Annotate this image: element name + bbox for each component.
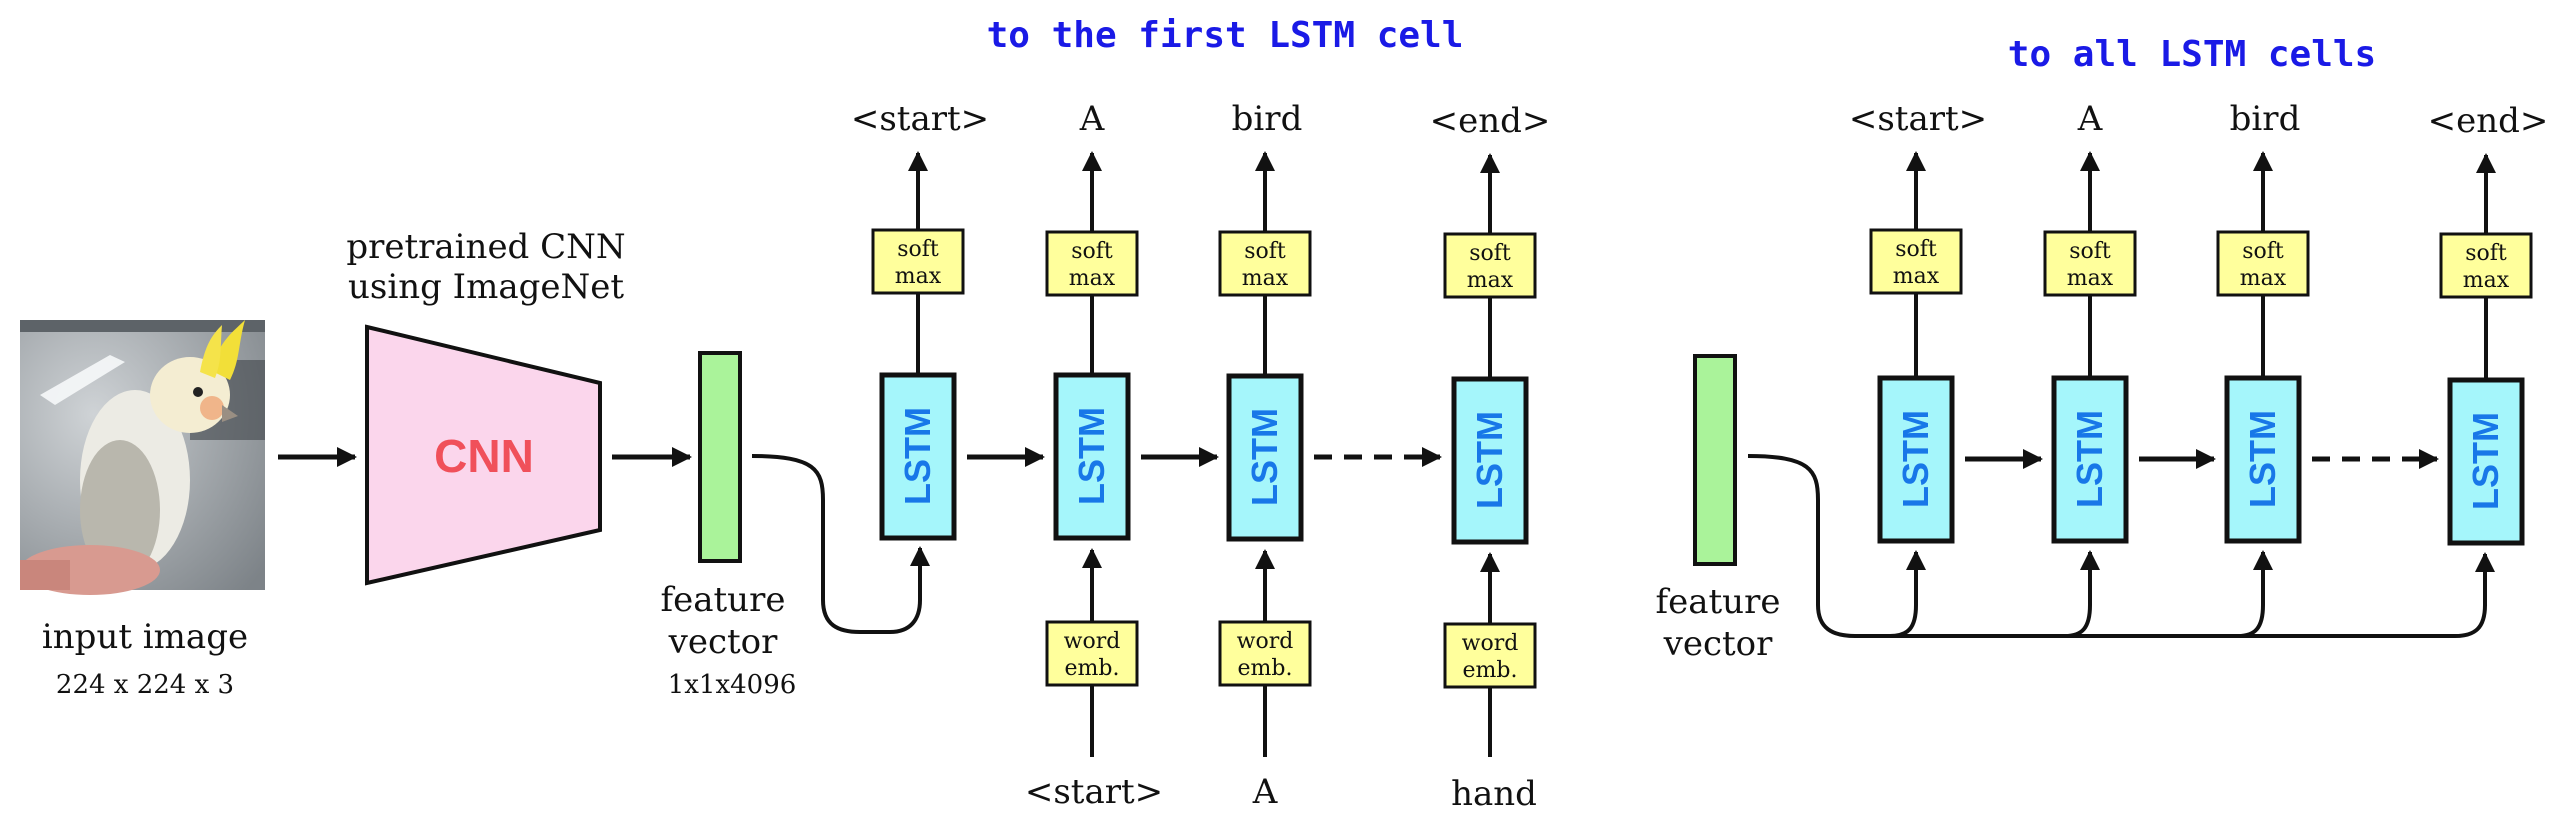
- lstm-cell: LSTM: [2447, 377, 2525, 546]
- svg-text:emb.: emb.: [1238, 656, 1293, 681]
- feature-vector-block: [1693, 354, 1737, 566]
- softmax-box: soft max: [2216, 230, 2310, 297]
- softmax-box: soft max: [1869, 228, 1963, 295]
- word-embedding-box: word emb.: [1218, 620, 1312, 687]
- svg-text:LSTM: LSTM: [2465, 412, 2506, 510]
- svg-text:soft: soft: [1895, 237, 1937, 262]
- feature-size: 1x1x4096: [668, 670, 797, 700]
- svg-text:max: max: [1242, 266, 1289, 291]
- softmax-box: soft max: [2439, 232, 2533, 299]
- svg-text:max: max: [2463, 268, 2510, 293]
- output-token: <end>: [1430, 101, 1551, 141]
- svg-text:soft: soft: [2242, 239, 2284, 264]
- feature-label-line1: feature: [1656, 582, 1781, 622]
- arrow-icon: [2215, 550, 2273, 638]
- svg-text:LSTM: LSTM: [897, 407, 938, 505]
- word-embedding-box: word emb.: [1045, 620, 1139, 687]
- svg-text:soft: soft: [1469, 241, 1511, 266]
- svg-text:word: word: [1462, 631, 1519, 656]
- softmax-box: soft max: [871, 228, 965, 295]
- connector-line: [1747, 454, 2487, 638]
- right-heading: to all LSTM cells: [2008, 34, 2376, 75]
- softmax-box: soft max: [1218, 230, 1312, 297]
- feature-label-line2: vector: [668, 622, 779, 662]
- feature-label-line1: feature: [661, 580, 786, 620]
- output-token: A: [1079, 99, 1105, 139]
- svg-text:LSTM: LSTM: [1469, 411, 1510, 509]
- output-token: <start>: [851, 99, 989, 139]
- arrow-icon: [1855, 550, 1926, 638]
- feature-vector-block: [698, 351, 742, 563]
- lstm-cell: LSTM: [879, 372, 957, 541]
- svg-text:emb.: emb.: [1463, 658, 1518, 683]
- cnn-block: [365, 324, 602, 586]
- svg-text:word: word: [1064, 629, 1121, 654]
- svg-text:max: max: [1467, 268, 1514, 293]
- output-token: <end>: [2428, 101, 2549, 141]
- left-heading: to the first LSTM cell: [987, 15, 1464, 56]
- svg-text:LSTM: LSTM: [1071, 407, 1112, 505]
- svg-text:soft: soft: [1071, 239, 1113, 264]
- svg-text:max: max: [2067, 266, 2114, 291]
- lstm-cell: LSTM: [1451, 376, 1529, 545]
- input-token: <start>: [1025, 772, 1163, 812]
- lstm-cell: LSTM: [2224, 375, 2302, 544]
- svg-text:soft: soft: [2465, 241, 2507, 266]
- cnn-title-line1: pretrained CNN: [346, 227, 625, 267]
- lstm-cell: LSTM: [1053, 372, 1131, 541]
- softmax-box: soft max: [1443, 232, 1537, 299]
- svg-text:max: max: [895, 264, 942, 289]
- output-token: bird: [1232, 99, 1303, 139]
- output-token: <start>: [1849, 99, 1987, 139]
- svg-text:soft: soft: [897, 237, 939, 262]
- svg-text:soft: soft: [2069, 239, 2111, 264]
- arrow-icon: [751, 454, 930, 634]
- svg-text:LSTM: LSTM: [1895, 410, 1936, 508]
- lstm-cell: LSTM: [1226, 373, 1304, 542]
- svg-text:LSTM: LSTM: [1244, 408, 1285, 506]
- arrow-icon: [2040, 550, 2100, 638]
- svg-text:max: max: [1893, 264, 1940, 289]
- svg-text:word: word: [1237, 629, 1294, 654]
- input-token: A: [1252, 772, 1278, 812]
- input-image-size: 224 x 224 x 3: [56, 670, 234, 700]
- input-image-label: input image: [42, 617, 248, 657]
- svg-text:soft: soft: [1244, 239, 1286, 264]
- word-embedding-box: word emb.: [1443, 622, 1537, 689]
- svg-text:max: max: [2240, 266, 2287, 291]
- feature-label-line2: vector: [1663, 624, 1774, 664]
- input-token: hand: [1451, 774, 1537, 814]
- cnn-label: CNN: [434, 430, 534, 482]
- svg-text:LSTM: LSTM: [2069, 410, 2110, 508]
- lstm-cell: LSTM: [2051, 375, 2129, 544]
- input-image-photo: [20, 320, 265, 595]
- output-token: A: [2077, 99, 2103, 139]
- lstm-cell: LSTM: [1877, 375, 1955, 544]
- svg-text:LSTM: LSTM: [2242, 410, 2283, 508]
- output-token: bird: [2230, 99, 2301, 139]
- cnn-title-line2: using ImageNet: [348, 267, 624, 307]
- softmax-box: soft max: [2043, 230, 2137, 297]
- svg-text:emb.: emb.: [1065, 656, 1120, 681]
- svg-text:max: max: [1069, 266, 1116, 291]
- softmax-box: soft max: [1045, 230, 1139, 297]
